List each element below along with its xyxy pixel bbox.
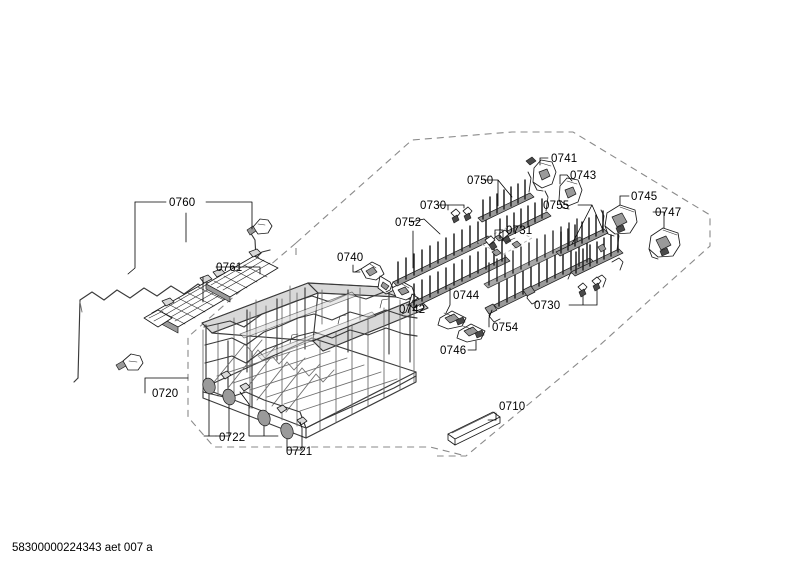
upper-accessory-zone-border xyxy=(295,131,711,457)
roller-wheel xyxy=(222,388,236,406)
tine-rack-right xyxy=(567,229,624,280)
leader-0761 xyxy=(215,266,261,275)
part-0722-roller-wheels xyxy=(202,370,288,427)
part-0721-roller-wheel-front xyxy=(280,416,308,440)
fastener-screw xyxy=(484,235,498,251)
part-0710-trim-strip xyxy=(447,411,501,446)
leader-0750 xyxy=(483,179,513,207)
leader-0743 xyxy=(559,174,573,185)
leader-0731 xyxy=(494,229,504,242)
part-0741-end-cap-left xyxy=(525,156,557,192)
fastener-pin xyxy=(591,276,602,292)
tine-row-a xyxy=(385,217,493,293)
part-0720-basket-assembly xyxy=(201,282,429,439)
part-0730b-fastener-pins-right xyxy=(577,276,602,298)
label-0740: 0740 xyxy=(337,252,363,264)
leader-0721 xyxy=(286,421,303,451)
part-0761-rack-inserts xyxy=(143,248,279,334)
label-0752: 0752 xyxy=(395,217,421,229)
part-0752-tine-row-long xyxy=(385,217,511,315)
fastener-nut xyxy=(491,248,502,257)
rack-insert-c xyxy=(143,309,173,328)
leader-0740 xyxy=(352,264,361,273)
leader-0741 xyxy=(539,157,549,166)
part-labels: 0760 0761 0720 0722 0721 0740 0742 0752 … xyxy=(152,153,681,458)
roller-wheel xyxy=(257,409,271,427)
roller-wheel xyxy=(202,377,216,395)
leader-0744 xyxy=(445,287,451,314)
roller-axle-clip xyxy=(239,382,251,392)
wire-clip-left xyxy=(115,353,144,371)
label-0760: 0760 xyxy=(169,197,195,209)
leader-0746 xyxy=(467,340,477,351)
label-0755: 0755 xyxy=(543,200,569,212)
roller-axle-clip xyxy=(220,370,232,380)
tine-row-c xyxy=(477,171,535,223)
leader-0720 xyxy=(144,377,189,394)
basket-zone-border xyxy=(187,242,467,457)
part-0731-fastener-kit xyxy=(477,226,533,257)
basket-right-wall-wires xyxy=(319,295,415,431)
fastener-nut xyxy=(511,240,522,249)
roller-axle-clip xyxy=(296,416,308,426)
label-0731: 0731 xyxy=(506,225,532,237)
part-0743-end-cap-right xyxy=(558,177,583,210)
roller-wheel xyxy=(280,422,294,440)
label-0721: 0721 xyxy=(286,446,312,458)
part-0744-support-clip-upper xyxy=(437,310,467,330)
leader-0730b xyxy=(568,289,598,306)
zone-boundaries xyxy=(187,131,711,457)
part-0760-wire-rod-zigzag xyxy=(73,218,273,383)
leader-0710 xyxy=(487,412,497,421)
leader-0747 xyxy=(652,211,665,229)
label-0710: 0710 xyxy=(499,401,525,413)
label-0741: 0741 xyxy=(551,153,577,165)
leader-0730 xyxy=(436,204,465,211)
label-0744: 0744 xyxy=(453,290,480,302)
part-0745-corner-bracket-left xyxy=(604,204,638,237)
tine-rack-left xyxy=(555,209,609,257)
fastener-screw xyxy=(498,229,512,245)
part-0730-fastener-pins-left xyxy=(450,206,473,224)
label-0745: 0745 xyxy=(631,191,657,203)
rack-insert-b xyxy=(205,248,279,303)
label-0720: 0720 xyxy=(152,388,178,400)
leader-0745 xyxy=(619,195,630,206)
label-0730b: 0730 xyxy=(534,300,560,312)
leader-lines xyxy=(127,157,665,451)
label-0742: 0742 xyxy=(399,304,425,316)
label-0754: 0754 xyxy=(492,322,519,334)
fastener-pin xyxy=(462,206,473,222)
wire-clip-right xyxy=(246,218,273,236)
basket-base xyxy=(202,337,417,439)
leader-0755 xyxy=(571,204,603,245)
leader-0760 xyxy=(134,201,253,230)
leader-0754 xyxy=(488,309,493,328)
part-0755-tine-rack-assembly xyxy=(555,209,624,288)
part-0747-corner-bracket-right xyxy=(648,227,681,260)
part-0746-support-clip-lower xyxy=(456,323,486,343)
document-footer-code: 58300000224343 aet 007 a xyxy=(12,542,153,554)
label-0750: 0750 xyxy=(467,175,493,187)
leader-0752 xyxy=(410,218,441,269)
fastener-pin xyxy=(577,282,588,298)
label-0761: 0761 xyxy=(216,262,242,274)
roller-axle-clip xyxy=(276,404,288,414)
leader-0742 xyxy=(413,297,419,309)
label-0746: 0746 xyxy=(440,345,466,357)
label-0722: 0722 xyxy=(219,432,245,444)
fastener-pin xyxy=(450,208,461,224)
label-0730: 0730 xyxy=(420,200,446,212)
label-0747: 0747 xyxy=(655,207,681,219)
label-0743: 0743 xyxy=(570,170,596,182)
leader-0722 xyxy=(208,391,279,437)
part-0740-hinge-bracket-left xyxy=(354,261,395,295)
